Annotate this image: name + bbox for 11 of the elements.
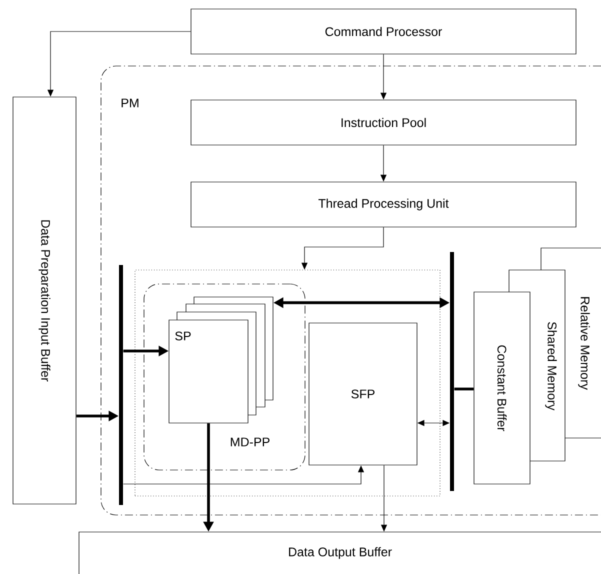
node-label: SP <box>175 332 191 340</box>
memory-box: Constant Buffer <box>474 292 530 484</box>
process-box: Instruction Pool <box>190 100 576 146</box>
connector-line <box>454 388 474 390</box>
core-region <box>134 270 440 496</box>
buffer-box: Data Output Buffer <box>78 532 601 574</box>
buffer-box: Data Preparation Input Buffer <box>12 96 76 504</box>
processor-stack: SP <box>168 296 274 424</box>
process-box: Command Processor <box>190 8 576 54</box>
process-box: Thread Processing Unit <box>190 182 576 228</box>
process-box: SFP <box>308 322 418 466</box>
